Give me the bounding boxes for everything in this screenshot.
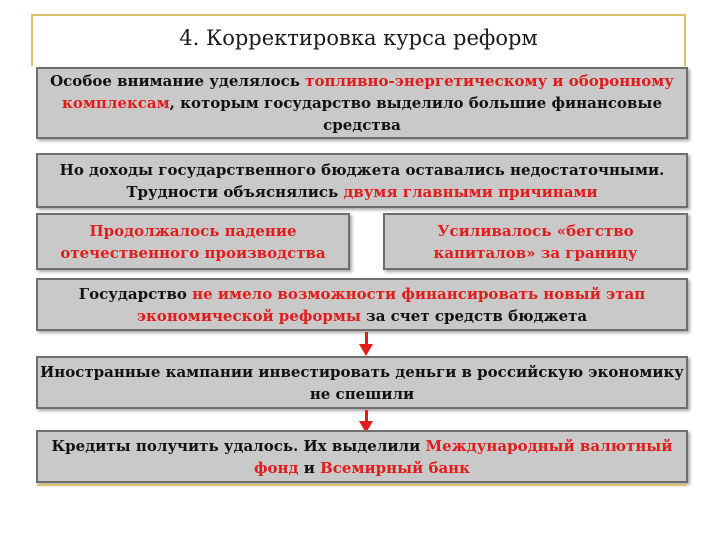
box-focus-sectors-text: Особое внимание уделялось [50,72,306,90]
box-production-decline-text: Продолжалось падение отечественного прои… [60,221,326,262]
box-state-unable: Государство не имело возможности финанси… [36,278,688,331]
box-capital-flight-text: Усиливалось «бегство капиталов» за грани… [433,221,638,262]
box-credits-imf: Международный валютный фонд [254,436,673,477]
box-credits-world-bank: Всемирный банк [320,458,470,477]
title-frame-right [684,14,686,66]
box-credits: Кредиты получить удалось. Их выделили Ме… [36,430,688,483]
box-state-text-end: за счет средств бюджета [360,306,588,325]
box-state-highlight: не имело возможности финансировать новый… [136,284,646,325]
title-frame-top [31,14,686,16]
box-production-decline: Продолжалось падение отечественного прои… [36,213,350,270]
box-foreign-investment-text: Иностранные кампании инвестировать деньг… [40,362,684,403]
box-foreign-investment: Иностранные кампании инвестировать деньг… [36,356,688,409]
title-frame-left [31,14,33,66]
box-budget-highlight: двумя главными причинами [343,182,598,201]
box-budget-text: Но доходы государственного бюджета остав… [59,160,665,201]
box-budget-insufficient: Но доходы государственного бюджета остав… [36,153,688,208]
bottom-rule [37,484,686,486]
box-capital-flight: Усиливалось «бегство капиталов» за грани… [383,213,688,270]
box-focus-sectors-text-end: , которым государство выделило большие ф… [169,94,662,134]
box-state-text: Государство [78,284,193,303]
box-credits-text: Кредиты получить удалось. Их выделили [51,436,426,455]
box-focus-sectors: Особое внимание уделялось топливно-энерг… [36,67,688,139]
box-focus-sectors-highlight: топливно-энергетическому и оборонному ко… [61,72,674,112]
slide-title: 4. Корректировка курса реформ [179,26,538,50]
box-credits-and: и [298,458,321,477]
